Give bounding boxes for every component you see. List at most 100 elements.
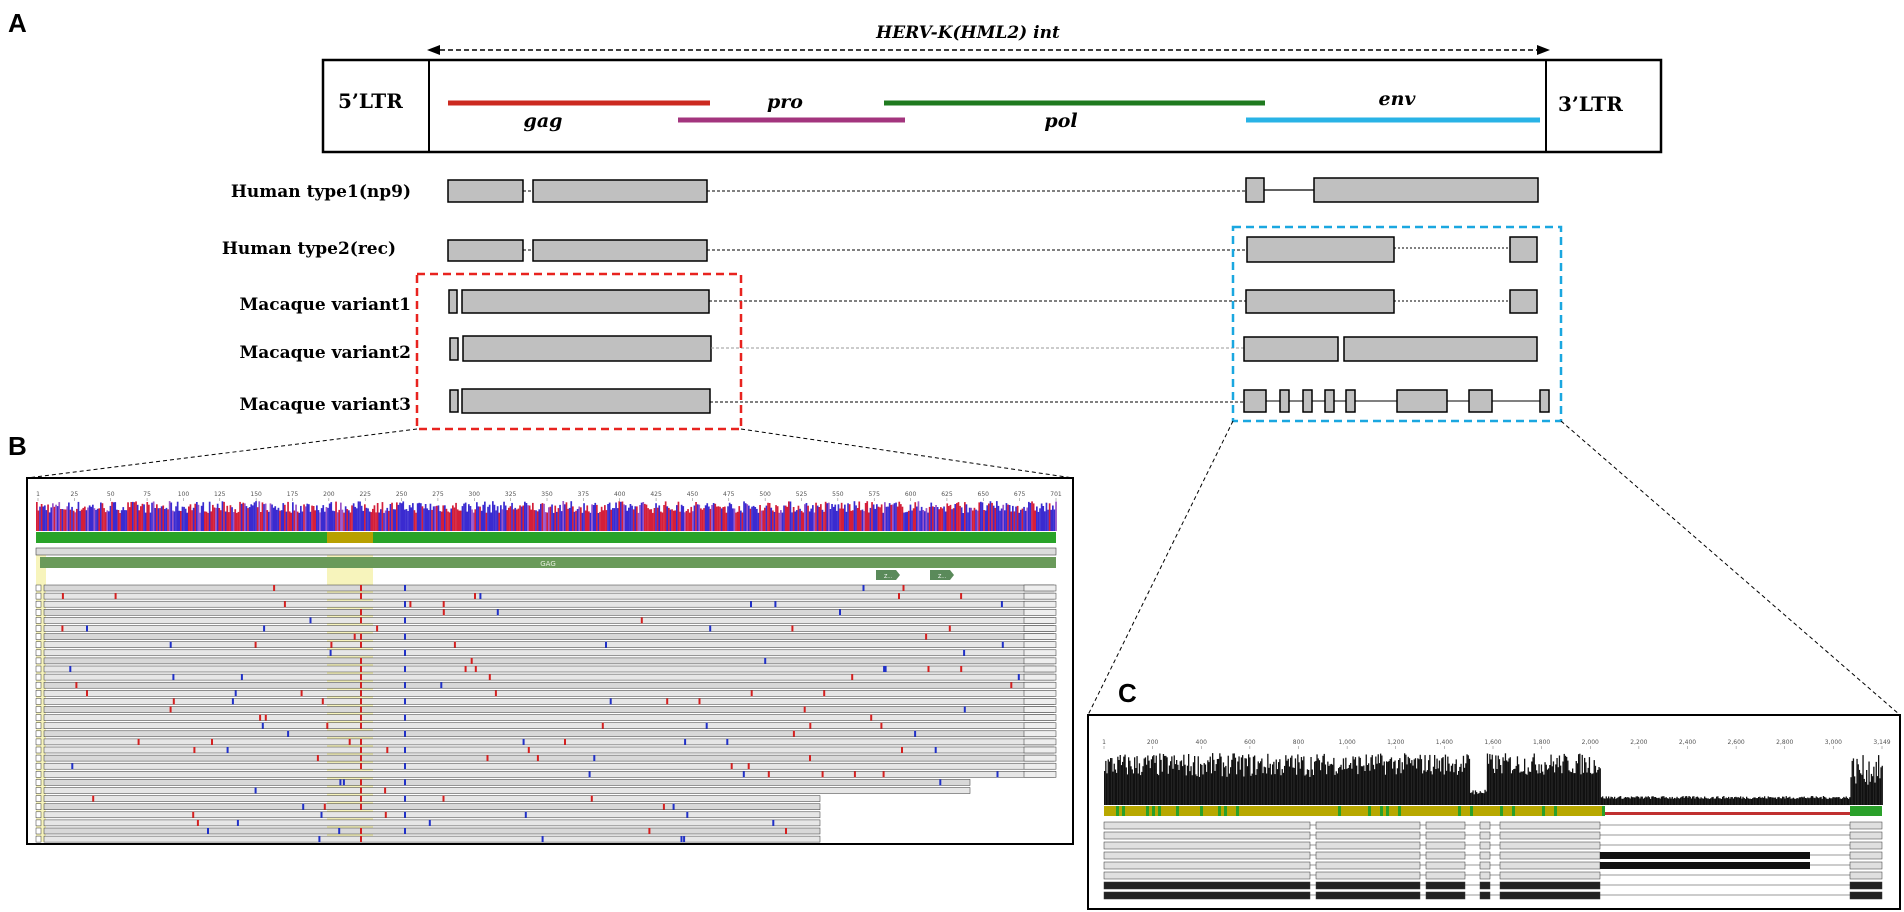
mismatch-mark (862, 585, 865, 591)
consensus-bar (380, 509, 382, 531)
consensus-bar (637, 512, 640, 531)
mismatch-mark (464, 666, 467, 672)
coverage-bar (1171, 756, 1173, 805)
coverage-bar (1821, 798, 1823, 805)
row-marker (35, 738, 42, 746)
mismatch-mark (348, 738, 351, 745)
aligned-segment (1499, 821, 1601, 830)
mismatch-mark (360, 641, 362, 648)
mismatch-mark (963, 649, 966, 656)
consensus-bar (266, 510, 269, 531)
consensus-bar (754, 507, 757, 531)
alignment-b-identity-track (36, 532, 1056, 543)
mismatch-mark (672, 803, 675, 810)
consensus-bar (780, 510, 782, 531)
coverage-bar (1669, 797, 1671, 805)
consensus-bar (420, 503, 422, 531)
coverage-bar (1442, 757, 1444, 805)
consensus-bar (132, 501, 134, 531)
mismatch-mark (384, 811, 387, 818)
consensus-bar (664, 501, 667, 531)
row-marker (35, 592, 42, 600)
mismatch-mark (839, 609, 841, 616)
consensus-bar (760, 510, 763, 531)
row-marker (35, 617, 42, 624)
consensus-bar (485, 512, 488, 531)
coverage-bar (1140, 775, 1142, 805)
consensus-bar (1024, 510, 1027, 531)
mismatch-mark (588, 771, 591, 778)
aligned-segment (1425, 891, 1466, 900)
mismatch-mark (318, 836, 321, 843)
consensus-bar (687, 509, 689, 531)
coverage-bar (1504, 753, 1507, 805)
consensus-bar (436, 505, 438, 531)
mismatch-mark (934, 747, 937, 753)
coverage-bar (1741, 798, 1743, 805)
consensus-bar (824, 501, 827, 531)
consensus-bar (167, 509, 169, 531)
coverage-bar (1753, 797, 1755, 805)
coverage-bar (1383, 761, 1385, 805)
consensus-bar (474, 509, 477, 531)
consensus-bar (272, 507, 275, 531)
coverage-bar (1222, 762, 1225, 805)
mismatch-mark (541, 836, 544, 843)
coverage-bar (1503, 760, 1505, 805)
mismatch-mark (698, 698, 701, 705)
consensus-bar (1012, 505, 1014, 531)
pro-label: pro (767, 91, 803, 113)
consensus-bar (268, 511, 270, 531)
consensus-bar (882, 512, 885, 531)
consensus-bar (372, 508, 374, 531)
sequence-row-tail (1023, 665, 1057, 673)
consensus-bar (1028, 501, 1030, 531)
coverage-bar (1832, 797, 1834, 805)
consensus-bar (248, 507, 251, 531)
aligned-segment (1849, 841, 1883, 850)
consensus-bar (695, 502, 697, 531)
coverage-bar (1106, 773, 1108, 805)
coverage-bar (1641, 796, 1643, 805)
consensus-bar (984, 510, 987, 531)
row-marker (35, 771, 42, 778)
mismatch-mark (234, 690, 237, 697)
consensus-bar (381, 502, 384, 531)
coverage-bar (1723, 796, 1725, 805)
coverage-bar (1189, 771, 1191, 805)
mismatch-mark (742, 771, 745, 778)
consensus-bar (303, 504, 305, 531)
coverage-bar (1129, 760, 1131, 805)
coverage-bar (1868, 761, 1870, 805)
coverage-bar (1622, 798, 1624, 805)
coverage-bar (1640, 796, 1642, 805)
transcript-label-rec: Human type2(rec) (222, 239, 396, 259)
coverage-bar (1150, 759, 1153, 805)
mismatch-mark (821, 771, 824, 778)
coverage-bar (1310, 757, 1312, 805)
coverage-bar (1437, 768, 1439, 805)
coverage-bar (1234, 757, 1237, 805)
consensus-bar (957, 502, 960, 531)
mismatch-mark (360, 755, 362, 762)
identity-low-region (327, 532, 373, 543)
coverage-bar (1779, 798, 1781, 805)
coverage-bar (1777, 797, 1779, 805)
exon (1313, 177, 1539, 203)
coverage-bar (1476, 792, 1478, 805)
consensus-bar (536, 511, 539, 531)
coverage-bar (1726, 798, 1729, 805)
coverage-bar (1789, 796, 1791, 805)
coverage-bar (1648, 797, 1651, 805)
consensus-bar (615, 502, 617, 531)
consensus-bar (224, 511, 227, 531)
consensus-bar (962, 513, 965, 531)
consensus-bar (892, 504, 894, 531)
coverage-bar (1797, 798, 1799, 805)
coverage-bar (1626, 797, 1628, 805)
zoom-line-b-left (26, 428, 418, 479)
coverage-bar (1538, 764, 1540, 805)
row-marker (35, 835, 42, 843)
mismatch-mark (803, 706, 806, 713)
coverage-bar (1794, 798, 1796, 805)
